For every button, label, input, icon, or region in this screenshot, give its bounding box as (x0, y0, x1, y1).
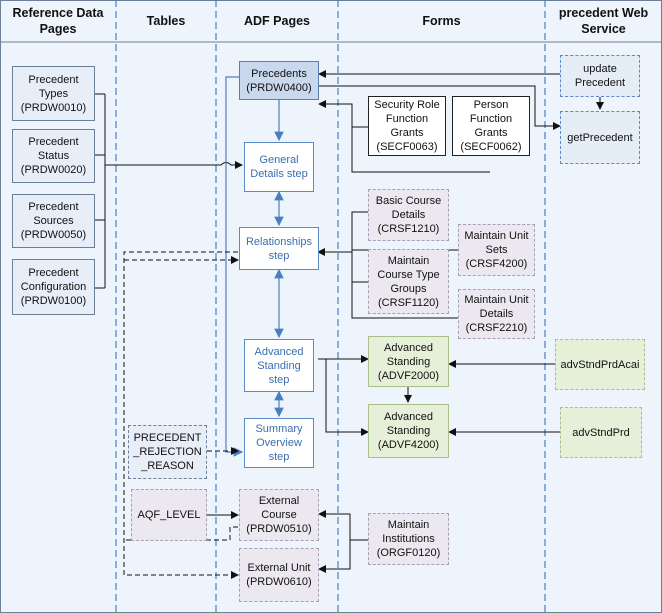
adf-summary-overview-step: Summary Overview step (244, 418, 314, 468)
lane-header-tables: Tables (146, 14, 186, 28)
ws-adv-stnd-prd-acai: advStndPrdAcai (555, 339, 645, 390)
ws-adv-stnd-prd: advStndPrd (560, 407, 642, 458)
ref-precedent-sources: Precedent Sources (PRDW0050) (12, 194, 95, 248)
form-security-role-function-grants: Security Role Function Grants (SECF0063) (368, 96, 446, 156)
ws-update-precedent: update Precedent (560, 55, 640, 97)
form-maintain-institutions: Maintain Institutions (ORGF0120) (368, 513, 449, 565)
form-advanced-standing-advf2000: Advanced Standing (ADVF2000) (368, 336, 449, 387)
form-maintain-course-type-groups: Maintain Course Type Groups (CRSF1120) (368, 249, 449, 314)
lane-header-webservice: precedent Web Service (558, 6, 649, 36)
adf-advanced-standing-step: Advanced Standing step (244, 339, 314, 392)
reference-connectors (95, 93, 243, 289)
form-advanced-standing-advf4200: Advanced Standing (ADVF4200) (368, 404, 449, 458)
table-aqf-level: AQF_LEVEL (131, 489, 207, 541)
form-person-function-grants: Person Function Grants (SECF0062) (452, 96, 530, 156)
adf-general-details-step: General Details step (244, 142, 314, 192)
ref-precedent-configuration: Precedent Configuration (PRDW0100) (12, 259, 95, 315)
adf-relationships-step: Relationships step (239, 227, 319, 270)
lane-header-reference: Reference Data Pages (12, 6, 104, 36)
ref-precedent-types: Precedent Types (PRDW0010) (12, 66, 95, 121)
lane-separators (115, 0, 546, 613)
adf-precedents: Precedents (PRDW0400) (239, 61, 319, 100)
lane-header-forms: Forms (422, 14, 461, 28)
lane-header-adf: ADF Pages (244, 14, 310, 28)
form-maintain-unit-details: Maintain Unit Details (CRSF2210) (458, 289, 535, 339)
form-maintain-unit-sets: Maintain Unit Sets (CRSF4200) (458, 224, 535, 276)
adf-external-unit: External Unit (PRDW0610) (239, 548, 319, 602)
table-precedent-rejection-reason: PRECEDENT _REJECTION _REASON (128, 425, 207, 479)
ws-get-precedent: getPrecedent (560, 111, 640, 164)
adf-external-course: External Course (PRDW0510) (239, 489, 319, 541)
form-basic-course-details: Basic Course Details (CRSF1210) (368, 189, 449, 241)
ref-precedent-status: Precedent Status (PRDW0020) (12, 129, 95, 183)
